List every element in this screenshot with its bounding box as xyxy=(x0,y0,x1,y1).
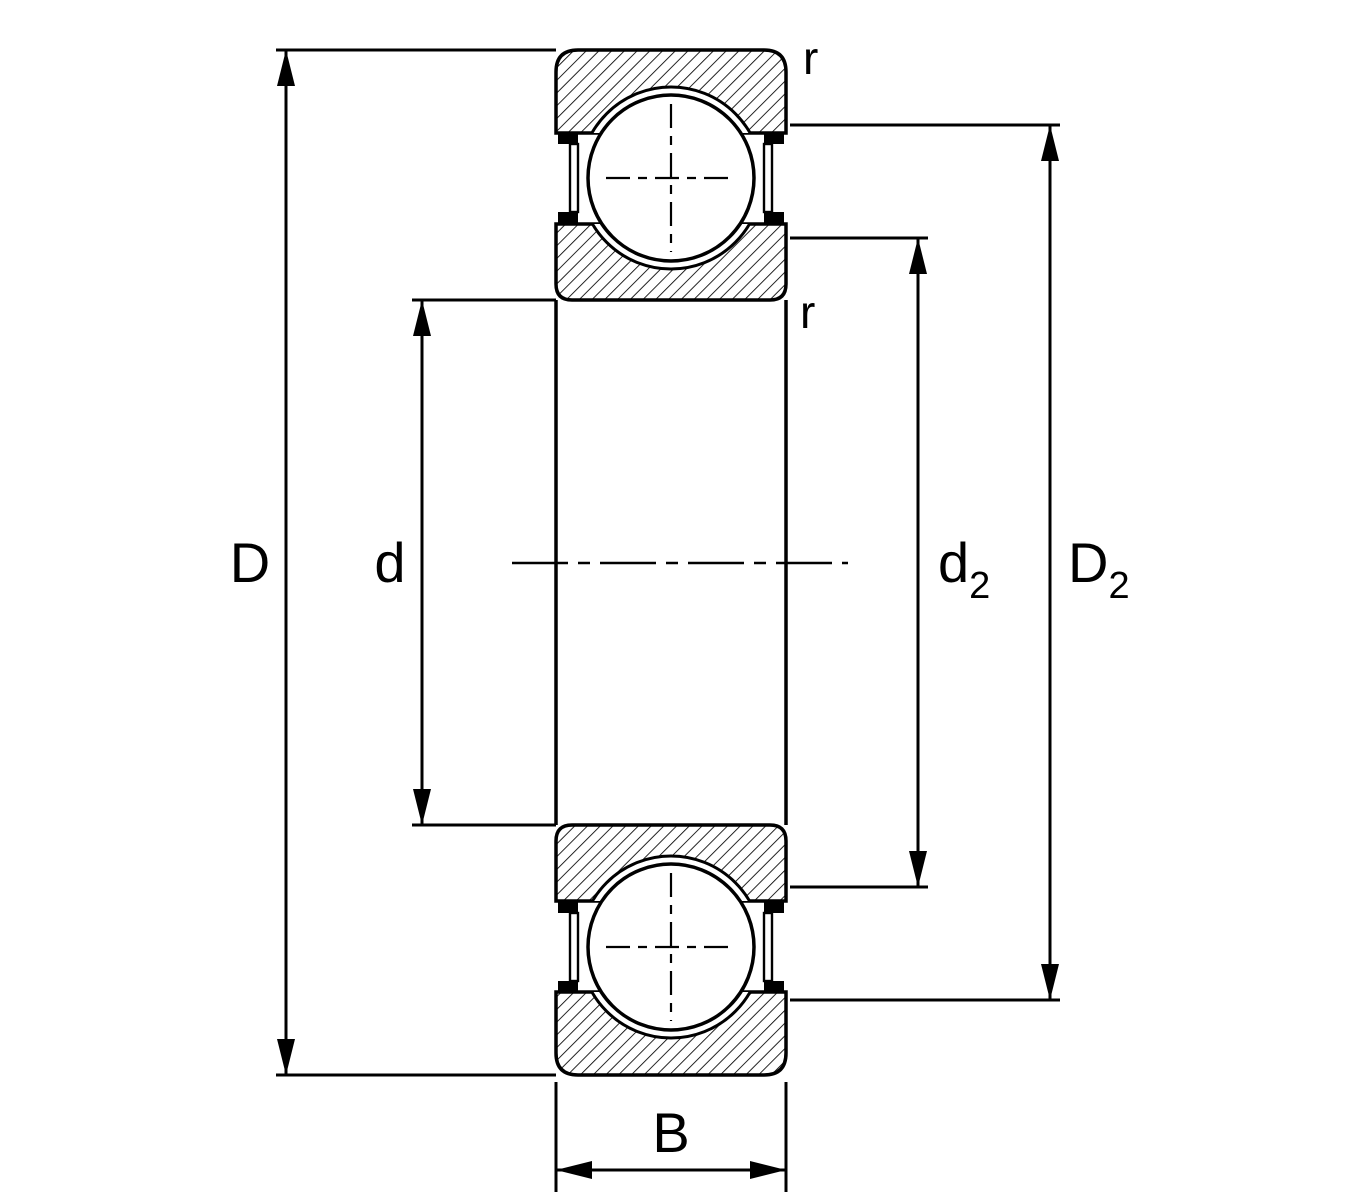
bearing-bottom-section xyxy=(554,823,788,1077)
arrowhead-d-top xyxy=(413,300,431,336)
shield-anchor-bottom-right-inner xyxy=(764,901,784,913)
arrowhead-d2-bottom xyxy=(909,851,927,887)
shield-bottom-left xyxy=(568,911,580,983)
label-bore-diameter: d xyxy=(374,531,405,594)
dimension-bore-diameter: d xyxy=(374,298,556,827)
shield-top-left xyxy=(568,142,580,214)
arrowhead-B-right xyxy=(750,1161,786,1179)
inner-raceway-top xyxy=(578,224,764,271)
arrowhead-d2-top xyxy=(909,238,927,274)
shield-bottom-right xyxy=(762,911,774,983)
shield-anchor-bottom-left-outer xyxy=(558,981,578,993)
arrowhead-D-bottom xyxy=(277,1039,295,1075)
bearing-section xyxy=(512,48,848,1077)
label-width: B xyxy=(652,1101,689,1164)
arrowhead-D-top xyxy=(277,50,295,86)
label-recess-outer-base: D xyxy=(1068,531,1108,594)
shield-anchor-top-right-outer xyxy=(764,132,784,144)
arrowhead-D2-bottom xyxy=(1041,964,1059,1000)
dimension-width: B xyxy=(554,1082,788,1192)
label-recess-inner-base: d xyxy=(938,531,969,594)
shield-anchor-bottom-left-inner xyxy=(558,901,578,913)
label-recess-outer: D2 xyxy=(1068,531,1130,607)
shield-anchor-bottom-right-outer xyxy=(764,981,784,993)
dimension-annotations: D d d2 xyxy=(230,32,1130,1192)
shield-anchor-top-left-inner xyxy=(558,212,578,224)
label-corner-radius-outer: r xyxy=(803,32,818,84)
dimension-outer-diameter: D xyxy=(230,48,556,1077)
arrowhead-B-left xyxy=(556,1161,592,1179)
inner-raceway-bottom xyxy=(578,854,764,901)
label-recess-inner-subscript: 2 xyxy=(969,565,990,607)
bearing-top-section xyxy=(554,48,788,302)
shield-anchor-top-left-outer xyxy=(558,132,578,144)
arrowhead-d-bottom xyxy=(413,789,431,825)
dimension-recess-inner: d2 xyxy=(790,236,990,889)
arrowhead-D2-top xyxy=(1041,125,1059,161)
shield-anchor-top-right-inner xyxy=(764,212,784,224)
label-recess-outer-subscript: 2 xyxy=(1108,565,1129,607)
shield-top-right xyxy=(762,142,774,214)
label-corner-radius-inner: r xyxy=(800,286,815,338)
label-recess-inner: d2 xyxy=(938,531,990,607)
dimension-recess-outer: D2 xyxy=(790,123,1130,1002)
label-outer-diameter: D xyxy=(230,531,270,594)
